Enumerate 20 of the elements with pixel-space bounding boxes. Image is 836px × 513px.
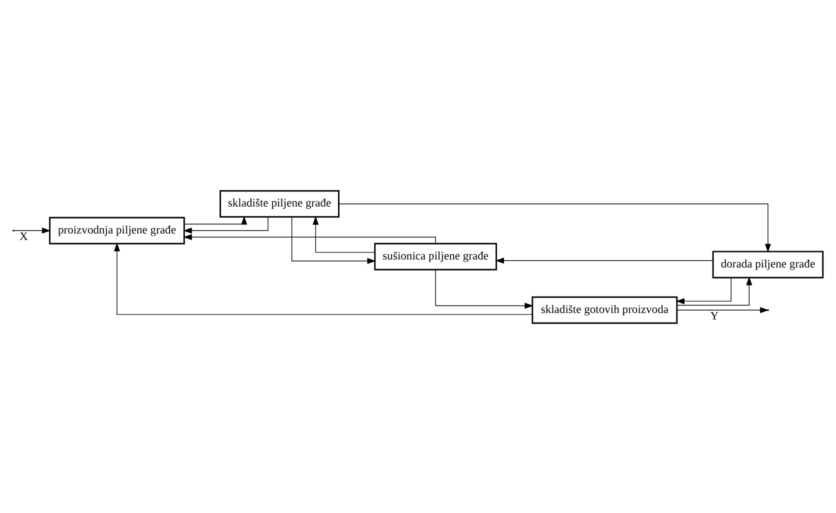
arrow — [13, 227, 51, 234]
node-box: skladište piljene građe — [220, 190, 340, 218]
edge-label: X — [20, 229, 28, 242]
arrow — [676, 276, 732, 304]
node-box: skladište gotovih proizvoda — [532, 296, 678, 324]
node-box: sušionica piljene građe — [374, 242, 498, 270]
arrow — [184, 215, 248, 224]
node-box: proizvodnja piljene građe — [49, 216, 185, 244]
arrow — [435, 268, 534, 308]
arrow — [183, 234, 436, 244]
arrow — [183, 216, 268, 234]
arrow — [676, 276, 752, 306]
arrow — [338, 203, 771, 252]
arrow — [291, 216, 376, 264]
arrow — [495, 257, 714, 264]
arrow — [114, 242, 533, 314]
arrow — [676, 306, 769, 313]
node-box: dorada piljene građe — [712, 250, 824, 278]
arrow — [312, 216, 375, 252]
edge-label: Y — [710, 308, 719, 322]
